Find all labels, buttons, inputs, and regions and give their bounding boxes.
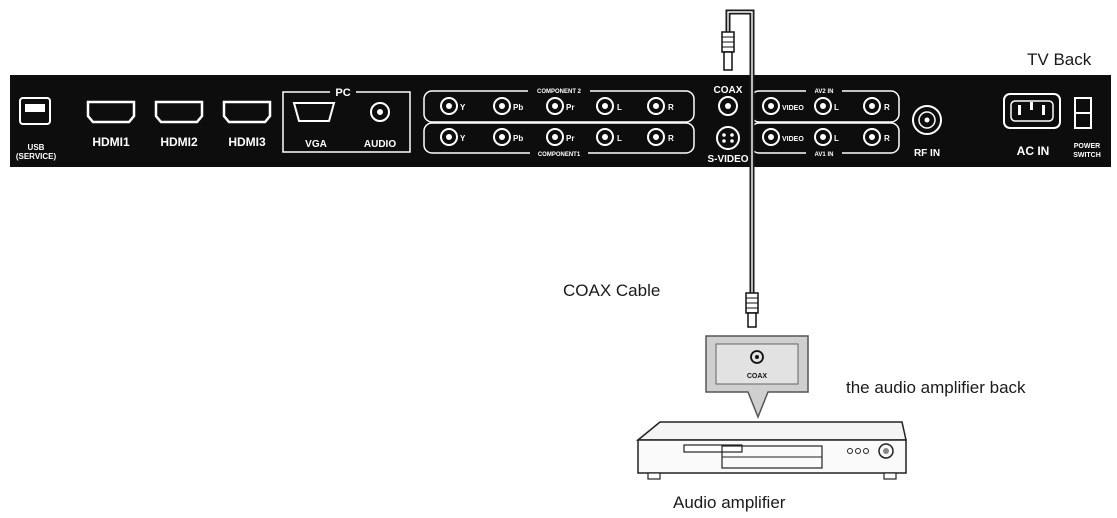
hdmi3-label: HDMI3 — [228, 135, 266, 149]
svg-text:VIDEO: VIDEO — [782, 105, 804, 112]
svg-text:R: R — [884, 134, 890, 143]
audio-label: AUDIO — [364, 139, 396, 150]
audio-amplifier-label: Audio amplifier — [673, 493, 786, 512]
svg-text:R: R — [884, 103, 890, 112]
vga-label: VGA — [305, 139, 327, 150]
svideo-port: S-VIDEO — [707, 126, 749, 165]
hdmi1-port: HDMI1 — [86, 100, 136, 149]
component1-label: COMPONENT1 — [538, 152, 581, 158]
usb-label: USB — [28, 143, 45, 152]
usb-service-label: (SERVICE) — [16, 152, 57, 161]
audio-amplifier — [635, 421, 907, 480]
component2-label: COMPONENT 2 — [537, 89, 582, 95]
hdmi2-port: HDMI2 — [154, 100, 204, 149]
component1-group: COMPONENT1 — [423, 122, 695, 158]
svg-text:R: R — [668, 103, 674, 112]
usb-port: USB (SERVICE) — [16, 97, 57, 161]
coax-cable-label: COAX Cable — [563, 281, 661, 300]
hdmi1-label: HDMI1 — [92, 135, 130, 149]
svg-text:L: L — [834, 134, 839, 143]
svg-text:L: L — [617, 134, 622, 143]
pc-label: PC — [335, 87, 350, 99]
av2in-label: AV2 IN — [815, 89, 834, 95]
svg-text:VIDEO: VIDEO — [782, 136, 804, 143]
component2-jacks: Y Pb Pr L R — [440, 97, 674, 115]
svg-text:L: L — [617, 103, 622, 112]
coax-port: COAX — [714, 85, 743, 116]
rfin-label: RF IN — [914, 148, 940, 159]
acin-label: AC IN — [1017, 144, 1050, 158]
power-switch: POWER SWITCH — [1073, 97, 1101, 159]
rf-in-port: RF IN — [912, 105, 942, 159]
svg-text:Y: Y — [460, 103, 466, 112]
hdmi2-label: HDMI2 — [160, 135, 198, 149]
svg-text:L: L — [834, 103, 839, 112]
switch-label: SWITCH — [1073, 152, 1101, 159]
svideo-label: S-VIDEO — [707, 154, 748, 165]
coax-panel-label: COAX — [714, 85, 743, 96]
svg-text:Pb: Pb — [513, 134, 523, 143]
component2-group: COMPONENT 2 — [423, 86, 695, 123]
svg-text:R: R — [668, 134, 674, 143]
amp-coax-label: COAX — [747, 373, 768, 380]
amp-back-callout: COAX — [705, 335, 809, 420]
component1-jacks: Y Pb Pr L R — [440, 128, 674, 146]
av1in-label: AV1 IN — [815, 152, 834, 158]
svg-text:Pb: Pb — [513, 103, 523, 112]
coax-cable — [721, 9, 759, 328]
svg-text:Y: Y — [460, 134, 466, 143]
svg-text:Pr: Pr — [566, 134, 574, 143]
svg-text:Pr: Pr — [566, 103, 574, 112]
amp-back-label: the audio amplifier back — [846, 378, 1026, 397]
tv-back-label: TV Back — [1027, 50, 1092, 69]
ac-in-port: AC IN — [1003, 93, 1061, 158]
pc-group: PC VGA AUDIO — [282, 87, 411, 153]
power-label: POWER — [1074, 143, 1100, 150]
hdmi3-port: HDMI3 — [222, 100, 272, 149]
